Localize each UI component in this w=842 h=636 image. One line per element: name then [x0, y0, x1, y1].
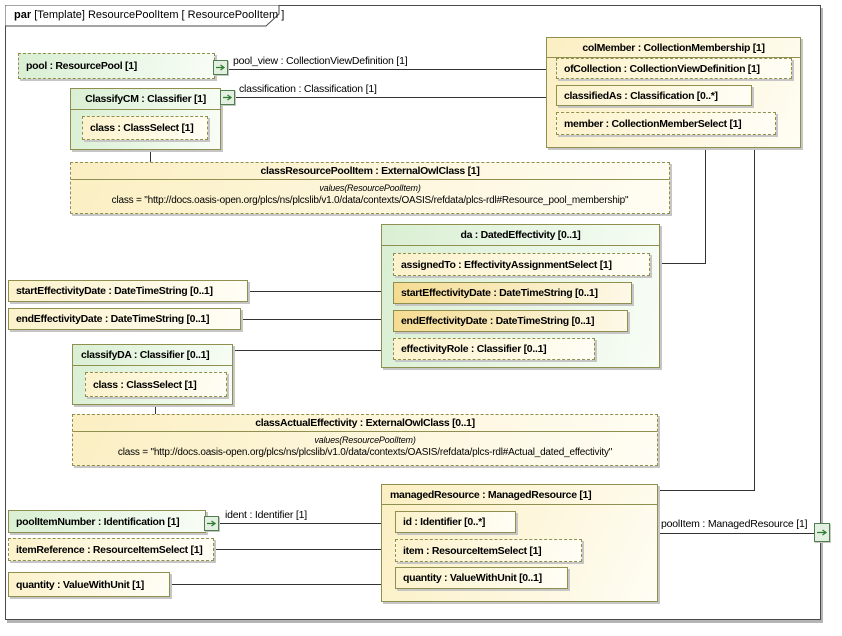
classifycm-title: ClassifyCM : Classifier [1] — [71, 89, 220, 110]
endeffectivitydate-node[interactable]: endEffectivityDate : DateTimeString [0..… — [8, 308, 241, 330]
poolitemnumber-node[interactable]: poolItemNumber : Identification [1] — [8, 510, 206, 533]
da-title: da : DatedEffectivity [0..1] — [382, 225, 659, 246]
arrow-right-icon — [817, 529, 828, 536]
classifycm-class-label: class : ClassSelect [1] — [90, 122, 194, 134]
classification-label: classification : Classification [1] — [239, 83, 377, 95]
frame-tab — [5, 5, 280, 27]
ident-label: ident : Identifier [1] — [225, 509, 307, 521]
assignedto-label: assignedTo : EffectivityAssignmentSelect… — [401, 258, 612, 271]
pool-label: pool : ResourcePool [1] — [26, 60, 137, 72]
pool-view-connector[interactable] — [228, 69, 555, 70]
poolitem-frame-port[interactable] — [814, 523, 830, 542]
ofcollection-node[interactable]: ofCollection : CollectionViewDefinition … — [556, 58, 792, 79]
assignedto-node[interactable]: assignedTo : EffectivityAssignmentSelect… — [393, 253, 650, 276]
pool-view-label: pool_view : CollectionViewDefinition [1] — [233, 55, 408, 67]
poolitemnumber-port[interactable] — [204, 516, 219, 531]
endeffectivitydate-label: endEffectivityDate : DateTimeString [0..… — [16, 313, 210, 325]
frame-keyword: par — [14, 9, 32, 21]
arrow-right-icon — [216, 64, 226, 71]
itemreference-connector[interactable] — [214, 549, 394, 550]
pool-node[interactable]: pool : ResourcePool [1] — [18, 53, 215, 79]
classresourcepoolitem-value: class = "http://docs.oasis-open.org/plcs… — [111, 195, 629, 206]
frame-title: [Template] ResourcePoolItem [ ResourcePo… — [34, 9, 285, 21]
da-node[interactable]: da : DatedEffectivity [0..1] assignedTo … — [381, 224, 660, 368]
classactualeffectivity-title: classActualEffectivity : ExternalOwlClas… — [73, 415, 657, 432]
arrow-right-icon — [207, 520, 217, 527]
itemreference-label: itemReference : ResourceItemSelect [1] — [16, 543, 203, 556]
classresourcepoolitem-values-caption: values(ResourcePoolItem) — [319, 183, 421, 193]
classifycm-class-connector[interactable] — [150, 140, 151, 162]
colmember-title: colMember : CollectionMembership [1] — [547, 38, 800, 58]
frame-tab-label: par [Template] ResourcePoolItem [ Resour… — [14, 9, 284, 21]
classactualeffectivity-value: class = "http://docs.oasis-open.org/plcs… — [117, 447, 613, 458]
da-endeffectivitydate-node[interactable]: endEffectivityDate : DateTimeString [0..… — [393, 310, 628, 332]
classifyda-class-connector[interactable] — [155, 396, 156, 414]
poolitem-label: poolItem : ManagedResource [1] — [661, 518, 808, 530]
classifyda-title: classifyDA : Classifier [0..1] — [73, 345, 232, 366]
classification-connector[interactable] — [235, 97, 555, 98]
id-label: id : Identifier [0..*] — [403, 516, 486, 528]
endeffectivitydate-connector[interactable] — [241, 319, 392, 320]
classifiedas-node[interactable]: classifiedAs : Classification [0..*] — [556, 85, 752, 106]
managedresource-quantity-node[interactable]: quantity : ValueWithUnit [0..1] — [395, 567, 568, 589]
member-connector-h[interactable] — [658, 490, 755, 491]
managedresource-quantity-label: quantity : ValueWithUnit [0..1] — [403, 572, 542, 584]
quantity-label: quantity : ValueWithUnit [1] — [16, 578, 145, 591]
managedresource-title: managedResource : ManagedResource [1] — [382, 485, 657, 505]
effectivityrole-node[interactable]: effectivityRole : Classifier [0..1] — [393, 338, 595, 360]
managedresource-node[interactable]: managedResource : ManagedResource [1] id… — [381, 484, 658, 602]
member-label: member : CollectionMemberSelect [1] — [564, 117, 742, 130]
starteffectivitydate-label: startEffectivityDate : DateTimeString [0… — [16, 285, 213, 297]
colmember-node[interactable]: colMember : CollectionMembership [1] ofC… — [546, 37, 801, 148]
starteffectivitydate-connector[interactable] — [248, 291, 392, 292]
ident-connector[interactable] — [219, 523, 394, 524]
quantity-node[interactable]: quantity : ValueWithUnit [1] — [8, 572, 170, 597]
classactualeffectivity-values-caption: values(ResourcePoolItem) — [314, 435, 416, 445]
classresourcepoolitem-node[interactable]: classResourcePoolItem : ExternalOwlClass… — [70, 162, 670, 214]
assignedto-connector-h[interactable] — [649, 263, 706, 264]
da-starteffectivitydate-label: startEffectivityDate : DateTimeString [0… — [401, 287, 598, 299]
arrow-right-icon — [223, 94, 233, 101]
classifiedas-label: classifiedAs : Classification [0..*] — [564, 89, 718, 102]
quantity-connector[interactable] — [170, 584, 394, 585]
classifyda-class-node[interactable]: class : ClassSelect [1] — [85, 372, 227, 397]
assignedto-connector-v[interactable] — [705, 148, 706, 264]
classactualeffectivity-node[interactable]: classActualEffectivity : ExternalOwlClas… — [72, 414, 658, 466]
item-node[interactable]: item : ResourceItemSelect [1] — [395, 539, 582, 562]
poolitem-connector[interactable] — [658, 533, 814, 534]
classifyda-node[interactable]: classifyDA : Classifier [0..1] class : C… — [72, 344, 233, 405]
item-label: item : ResourceItemSelect [1] — [403, 544, 542, 557]
classifyda-effectivityrole-connector[interactable] — [233, 350, 392, 351]
pool-port[interactable] — [213, 60, 228, 75]
classifycm-port[interactable] — [220, 90, 235, 105]
member-connector-v[interactable] — [754, 134, 755, 490]
itemreference-node[interactable]: itemReference : ResourceItemSelect [1] — [8, 538, 214, 561]
da-endeffectivitydate-label: endEffectivityDate : DateTimeString [0..… — [401, 315, 595, 327]
classifyda-class-label: class : ClassSelect [1] — [93, 378, 197, 391]
starteffectivitydate-node[interactable]: startEffectivityDate : DateTimeString [0… — [8, 280, 248, 302]
id-node[interactable]: id : Identifier [0..*] — [395, 511, 516, 533]
effectivityrole-label: effectivityRole : Classifier [0..1] — [401, 343, 547, 355]
da-starteffectivitydate-node[interactable]: startEffectivityDate : DateTimeString [0… — [393, 282, 632, 304]
poolitemnumber-label: poolItemNumber : Identification [1] — [16, 515, 180, 528]
classresourcepoolitem-title: classResourcePoolItem : ExternalOwlClass… — [71, 163, 669, 180]
member-node[interactable]: member : CollectionMemberSelect [1] — [556, 112, 776, 135]
classifycm-node[interactable]: ClassifyCM : Classifier [1] class : Clas… — [70, 88, 221, 150]
classifycm-class-node[interactable]: class : ClassSelect [1] — [82, 116, 208, 140]
ofcollection-label: ofCollection : CollectionViewDefinition … — [564, 62, 760, 75]
